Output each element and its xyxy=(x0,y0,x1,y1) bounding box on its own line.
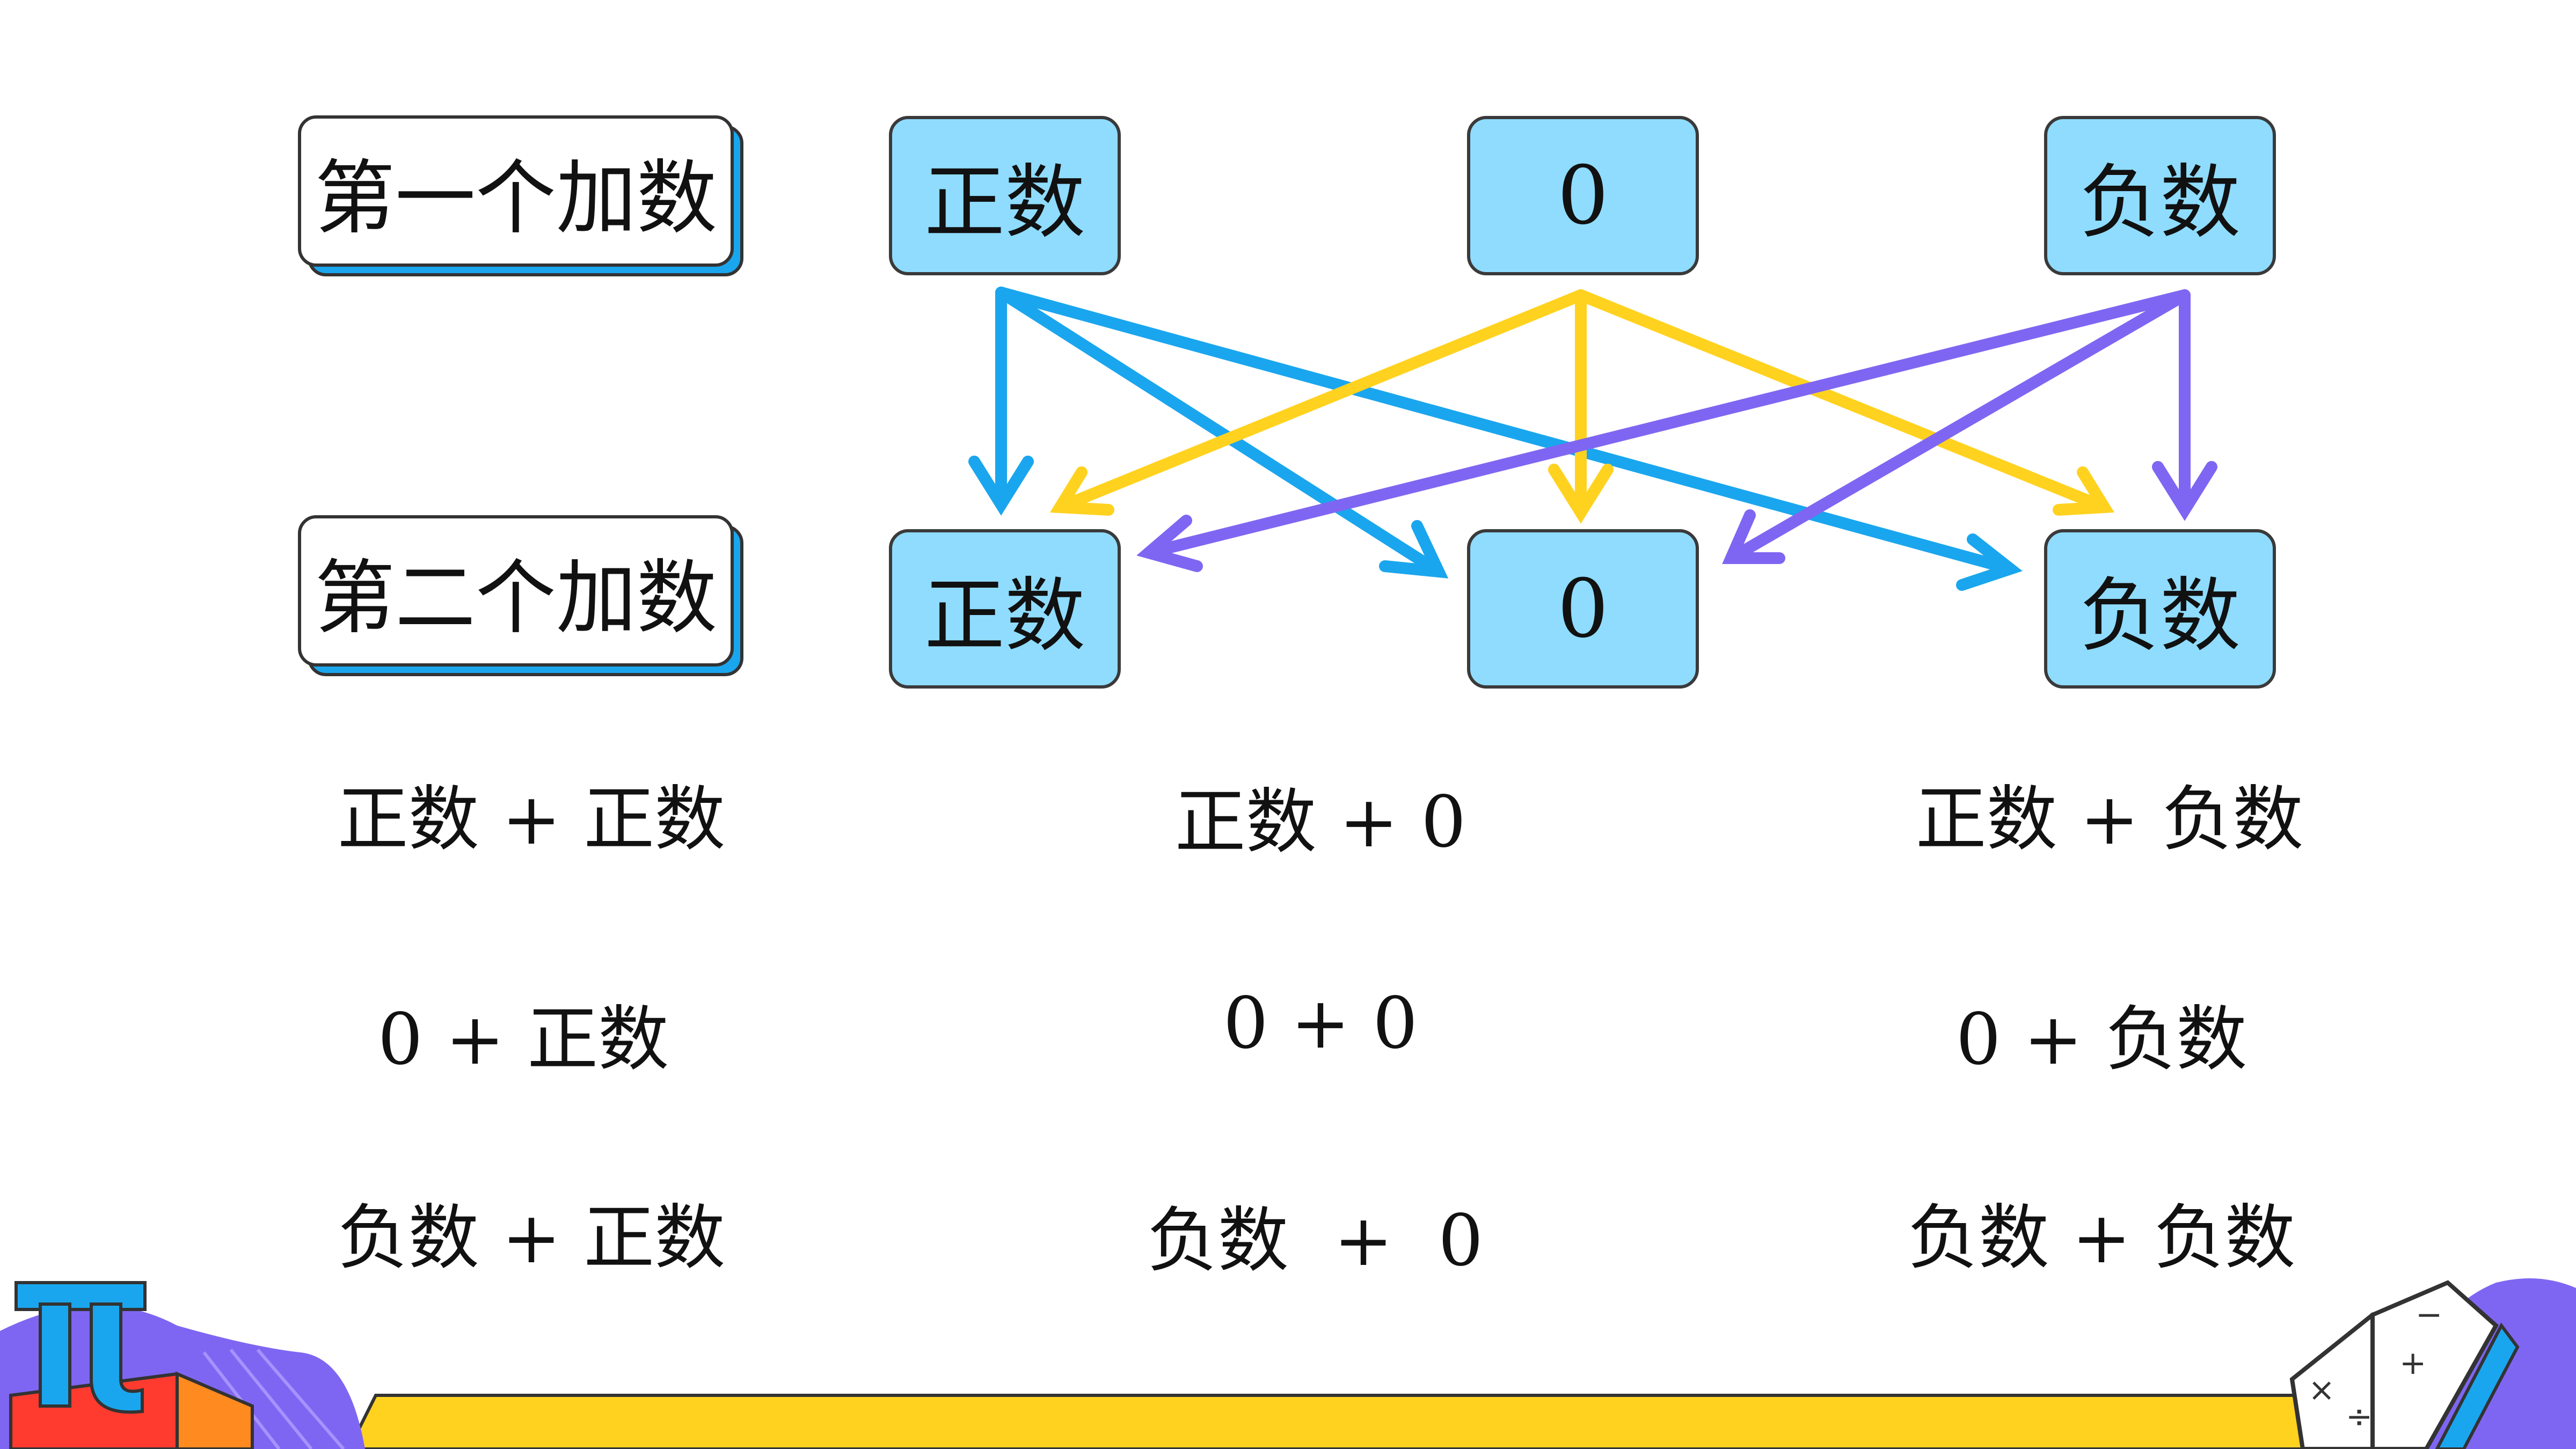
open-book-icon: − + × ÷ xyxy=(2289,1280,2520,1449)
arrows-from-positive xyxy=(968,287,2023,591)
expr-pos-neg: 正数 + 负数 xyxy=(1915,778,2304,861)
top-node-positive: 正数 xyxy=(889,116,1121,275)
arrows-from-zero xyxy=(1049,289,2115,524)
label-first-addend: 第一个加数 xyxy=(298,115,743,276)
bottom-node-negative: 负数 xyxy=(2044,529,2276,689)
label-second-addend: 第二个加数 xyxy=(298,515,743,676)
top-node-negative: 负数 xyxy=(2044,116,2276,275)
pi-icon xyxy=(14,1281,147,1414)
top-node-zero: 0 xyxy=(1467,116,1699,275)
expr-neg-pos: 负数 + 正数 xyxy=(337,1197,726,1279)
svg-text:×: × xyxy=(2308,1371,2335,1409)
expr-neg-neg: 负数 + 负数 xyxy=(1907,1197,2296,1279)
expr-zero-zero: 0 + 0 xyxy=(1223,982,1418,1065)
expr-zero-pos: 0 + 正数 xyxy=(377,998,669,1081)
expr-zero-neg: 0 + 负数 xyxy=(1955,998,2247,1081)
bottom-node-positive: 正数 xyxy=(889,529,1121,689)
label-first-addend-text: 第一个加数 xyxy=(298,115,734,267)
orange-block-face xyxy=(176,1371,254,1449)
footer-band xyxy=(347,1394,2322,1449)
expr-pos-zero: 正数 + 0 xyxy=(1174,781,1466,863)
bottom-node-zero: 0 xyxy=(1467,529,1699,689)
expr-pos-pos: 正数 + 正数 xyxy=(337,778,726,861)
svg-text:÷: ÷ xyxy=(2346,1398,2373,1436)
expr-neg-zero: 负数 + 0 xyxy=(1147,1199,1484,1282)
svg-text:+: + xyxy=(2399,1344,2426,1382)
label-second-addend-text: 第二个加数 xyxy=(298,515,734,667)
arrows-from-negative xyxy=(1136,289,2217,572)
svg-text:−: − xyxy=(2416,1296,2442,1334)
